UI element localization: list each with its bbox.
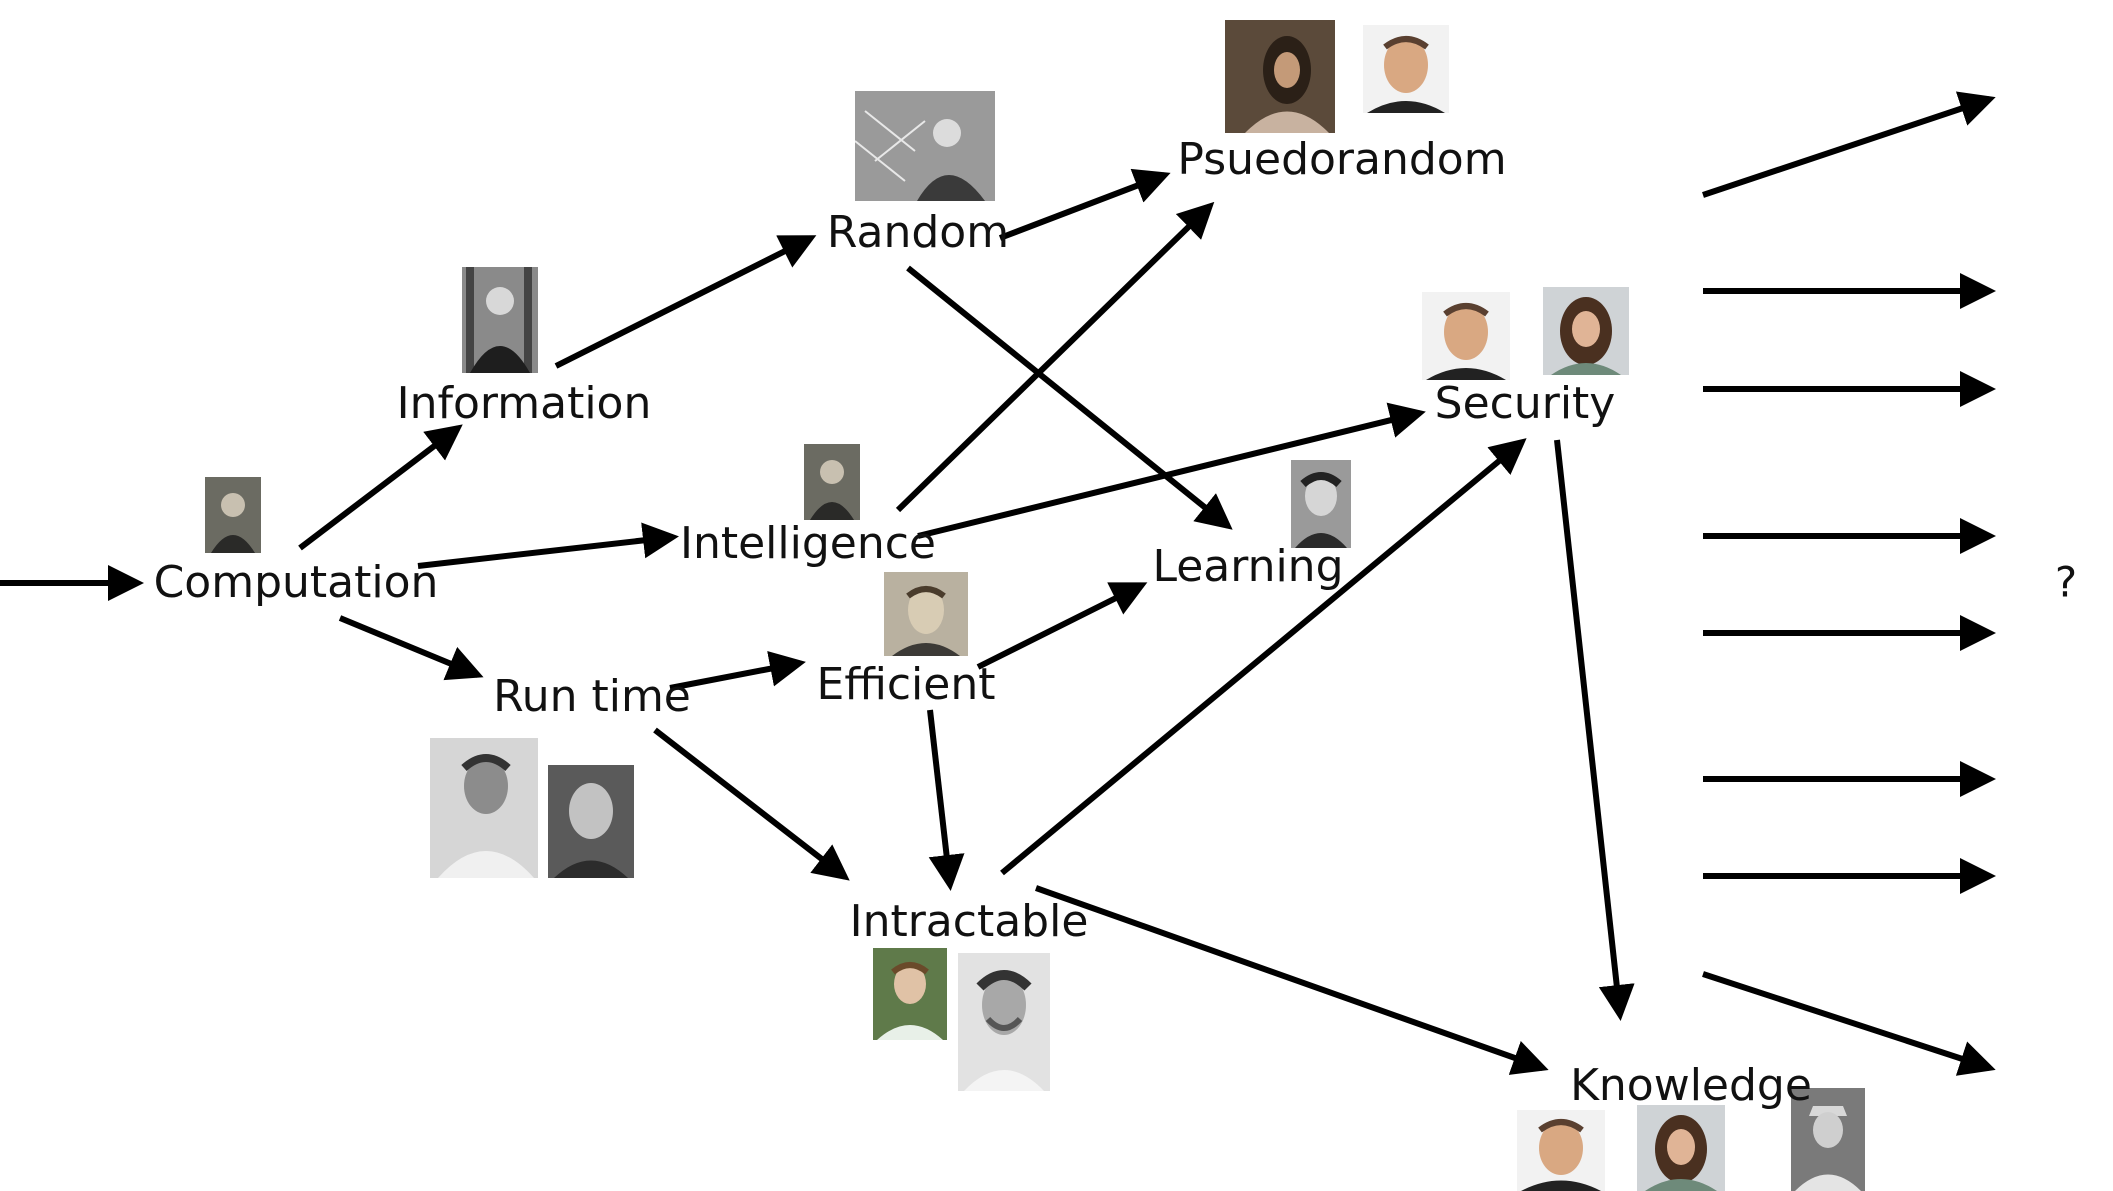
arrow-future-1: [1702, 91, 1996, 198]
node-computation: Computation: [153, 557, 439, 608]
portrait-security-2: [1543, 287, 1629, 375]
portrait-runtime-1: [430, 738, 538, 878]
portrait-knowledge-2: [1637, 1105, 1725, 1191]
node-learning: Learning: [1152, 541, 1344, 592]
node-run-time: Run time: [493, 671, 691, 722]
node-security: Security: [1434, 378, 1616, 429]
portrait-intractable-1: [873, 948, 947, 1040]
arrow-efficient-to-intractable: [927, 709, 965, 891]
node-information: Information: [396, 378, 652, 429]
arrow-computation-to-intelligence: [417, 522, 679, 569]
arrow-future-8: [1702, 971, 1996, 1076]
arrow-random-to-learning: [906, 265, 1233, 530]
arrow-intractable-to-knowledge: [1034, 885, 1549, 1075]
arrow-security-to-knowledge: [1554, 439, 1635, 1021]
portrait-intractable-2: [958, 953, 1050, 1091]
portrait-learning: [1291, 460, 1351, 548]
node-pseudorandom: Psuedorandom: [1177, 134, 1507, 185]
node-efficient: Efficient: [816, 659, 996, 710]
arrow-random-to-pseudorandom: [998, 168, 1171, 241]
portrait-information: [462, 267, 538, 373]
arrow-intelligence-to-pseudorandom: [895, 201, 1215, 513]
arrow-intractable-to-security: [1000, 438, 1527, 876]
arrow-information-to-random: [554, 235, 817, 369]
node-intelligence: Intelligence: [679, 518, 937, 569]
arrow-intelligence-to-security: [917, 402, 1426, 539]
node-knowledge: Knowledge: [1570, 1060, 1812, 1111]
arrow-computation-to-information: [298, 424, 463, 551]
arrow-runtime-to-efficient: [669, 650, 806, 691]
arrow-computation-to-runtime: [338, 615, 484, 681]
node-intractable: Intractable: [849, 896, 1089, 947]
portrait-runtime-2: [548, 765, 634, 878]
portrait-security-1: [1422, 292, 1510, 380]
portrait-pseudorandom-1: [1225, 20, 1335, 133]
arrow-efficient-to-learning: [976, 582, 1148, 670]
arrow-runtime-to-intractable: [653, 727, 850, 881]
portrait-knowledge-1: [1517, 1110, 1605, 1191]
portrait-knowledge-3: [1791, 1088, 1865, 1191]
future-question-mark: ?: [2054, 557, 2078, 607]
portrait-computation: [205, 477, 261, 553]
portrait-random: [855, 91, 995, 201]
node-random: Random: [826, 207, 1010, 258]
portrait-pseudorandom-2: [1363, 25, 1449, 113]
portrait-efficient: [884, 572, 968, 656]
portrait-intelligence: [804, 444, 860, 520]
